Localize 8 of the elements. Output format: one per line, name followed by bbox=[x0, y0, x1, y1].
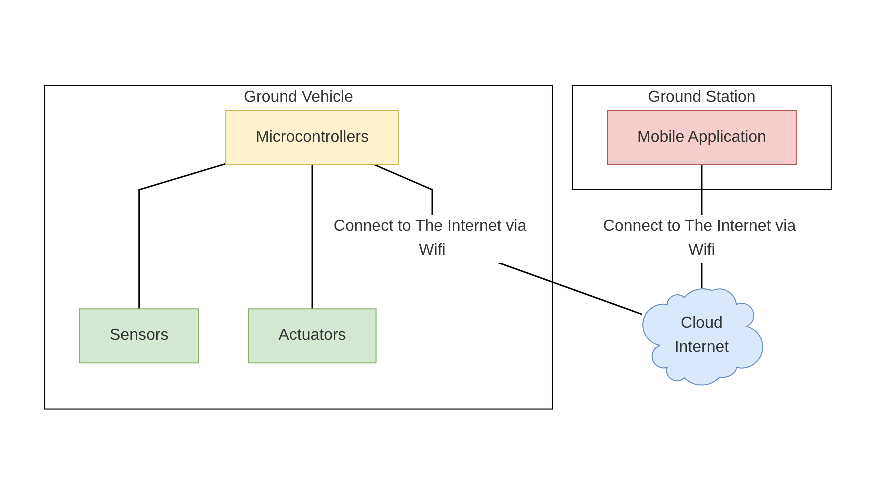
edge-label: Connect to The Internet via Wifi bbox=[603, 218, 796, 260]
node-box: Microcontrollers bbox=[225, 110, 400, 166]
node-box: Sensors bbox=[79, 309, 199, 364]
edge-label: Connect to The Internet via Wifi bbox=[334, 218, 526, 260]
node-box: Actuators bbox=[248, 309, 377, 364]
connector bbox=[138, 164, 226, 310]
node-box: Mobile Application bbox=[606, 110, 797, 166]
connector bbox=[312, 165, 314, 310]
